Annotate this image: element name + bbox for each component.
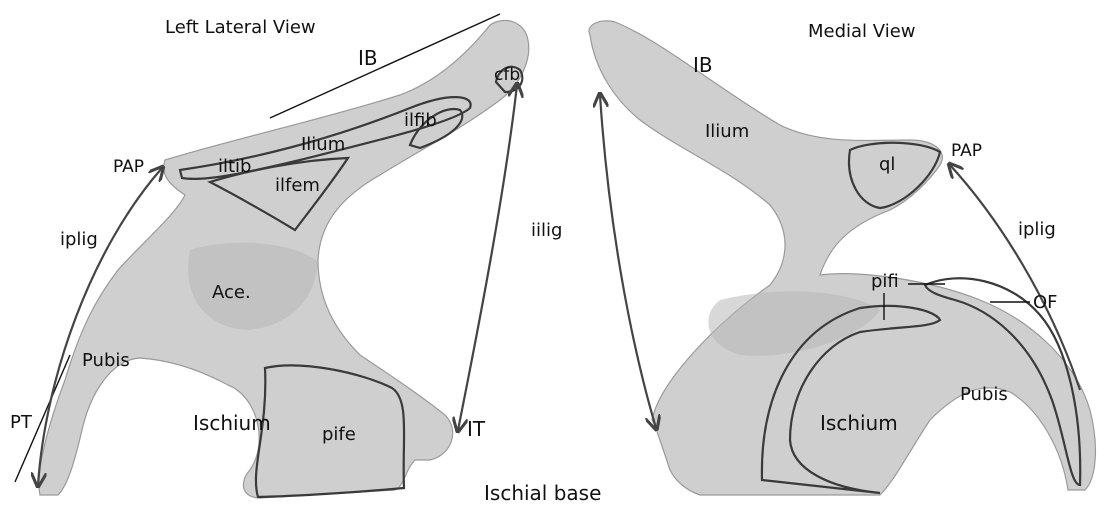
label-ib-left: IB (358, 46, 378, 70)
label-ilium-right: Ilium (705, 121, 749, 142)
label-ischium-right: Ischium (820, 411, 898, 435)
label-ischial-base: Ischial base (484, 481, 601, 505)
left-view-title: Left Lateral View (165, 17, 316, 38)
iilig-arrow-right (600, 95, 656, 428)
left-lateral-bone (39, 20, 529, 498)
label-ib-right: IB (693, 53, 713, 77)
label-ace: Ace. (212, 282, 251, 303)
label-it: IT (467, 417, 486, 441)
label-iltib: iltib (218, 156, 252, 177)
label-pt: PT (10, 412, 33, 433)
label-iilig: iilig (531, 220, 562, 241)
label-iplig-right: iplig (1018, 219, 1056, 240)
label-ilfem: ilfem (275, 175, 320, 196)
iilig-arrow (458, 85, 517, 430)
label-ischium-left: Ischium (193, 411, 271, 435)
label-pifi: pifi (871, 271, 899, 292)
label-ql: ql (879, 154, 895, 175)
label-of: OF (1033, 292, 1058, 313)
right-view-title: Medial View (808, 21, 916, 42)
label-pife: pife (322, 424, 356, 445)
label-pubis-left: Pubis (82, 350, 130, 371)
label-ilfib: ilfib (404, 110, 437, 131)
label-pap-right: PAP (951, 141, 982, 161)
label-pap-left: PAP (113, 157, 144, 177)
label-pubis-right: Pubis (960, 384, 1008, 405)
label-iplig-left: iplig (60, 229, 98, 250)
label-ilium-left: Ilium (301, 134, 345, 155)
label-cfb: cfb (494, 65, 520, 85)
